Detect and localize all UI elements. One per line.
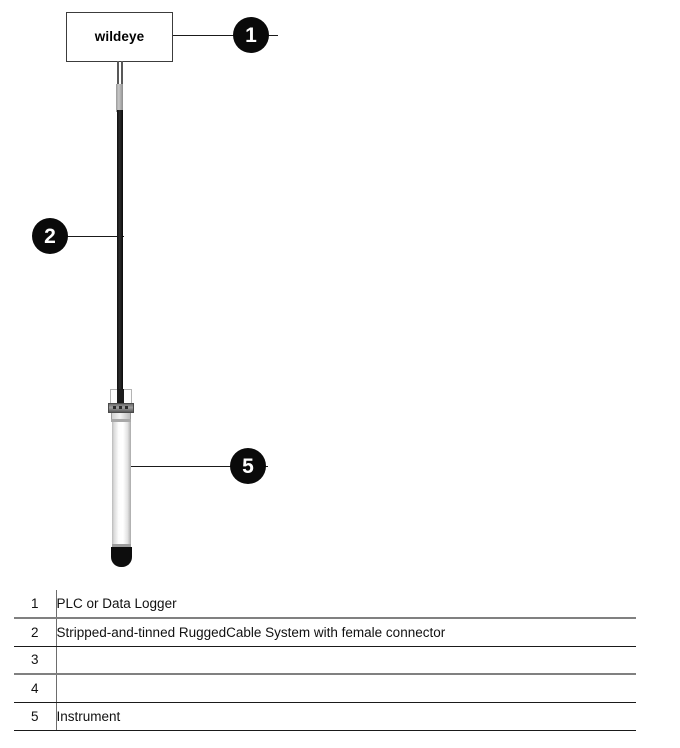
legend-description	[56, 674, 636, 703]
instrument-lower-ring	[112, 544, 131, 547]
callout-marker-1: 1	[233, 17, 269, 53]
callout-marker-5: 5	[230, 448, 266, 484]
connector-pin-1	[113, 406, 116, 409]
legend-description: Stripped-and-tinned RuggedCable System w…	[56, 618, 636, 647]
diagram-area: wildeye 1 2 5	[32, 12, 278, 567]
callout-marker-2: 2	[32, 218, 68, 254]
stripped-wire-left	[117, 61, 119, 85]
leader-line-1	[173, 35, 278, 36]
legend-description	[56, 646, 636, 675]
table-row: 5 Instrument	[14, 702, 636, 731]
rugged-cable	[117, 110, 123, 392]
table-row: 4	[14, 674, 636, 703]
instrument-body	[112, 421, 131, 551]
legend-number: 3	[14, 646, 57, 675]
connector-neck	[111, 412, 131, 420]
table-row: 3	[14, 646, 636, 675]
legend-description: PLC or Data Logger	[56, 590, 636, 619]
legend-description: Instrument	[56, 702, 636, 731]
connector-ring	[111, 419, 131, 422]
leader-line-5	[128, 466, 268, 467]
table-row: 2 Stripped-and-tinned RuggedCable System…	[14, 618, 636, 647]
connector-pin-2	[119, 406, 122, 409]
table-row: 1 PLC or Data Logger	[14, 590, 636, 619]
legend-number: 5	[14, 702, 57, 731]
connector-pin-3	[125, 406, 128, 409]
cable-jacket-transition	[116, 84, 123, 112]
legend-number: 4	[14, 674, 57, 703]
device-box-wildeye: wildeye	[66, 12, 173, 62]
legend-number: 2	[14, 618, 57, 647]
leader-line-2	[48, 236, 124, 237]
stripped-wire-right	[121, 61, 123, 85]
connector-collar-core	[117, 389, 124, 404]
instrument-nose-cone	[111, 547, 132, 567]
device-box-label: wildeye	[94, 29, 145, 45]
legend-number: 1	[14, 590, 57, 619]
legend-table: 1 PLC or Data Logger 2 Stripped-and-tinn…	[14, 590, 636, 731]
